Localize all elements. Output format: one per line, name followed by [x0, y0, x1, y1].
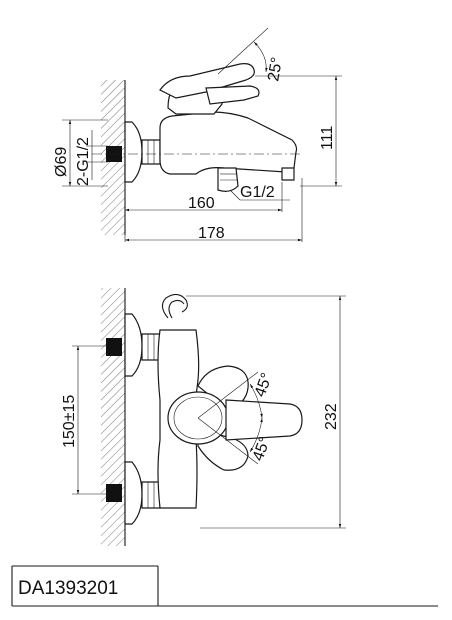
thread-2-g1-2-label: 2-G1/2	[75, 137, 92, 186]
angle-45-upper-label: 45°	[252, 371, 276, 400]
length-178-label: 178	[198, 225, 225, 242]
angle-45-lower-label: 45°	[250, 435, 274, 464]
front-cartridge-inner	[173, 396, 223, 440]
outlet-g1-2-label: G1/2	[240, 184, 275, 201]
side-lever-grip	[205, 85, 260, 105]
height-232-label: 232	[323, 403, 340, 430]
front-upper-flange	[124, 313, 143, 377]
side-view: 25° 111 Ø69 2-G1/2 160 G1/2 178	[53, 27, 342, 242]
front-lower-connector	[141, 481, 161, 509]
side-spout-outlet	[281, 167, 295, 181]
front-lower-inlet-thread	[106, 484, 122, 502]
side-mixer-body	[159, 111, 298, 175]
front-lower-flange	[124, 461, 143, 525]
front-shower-hook	[161, 293, 188, 319]
front-upper-inlet-thread	[106, 338, 122, 356]
title-block: DA1393201	[11, 565, 438, 607]
side-eccentric-connector	[141, 139, 161, 165]
angle-25-label: 25°	[265, 56, 286, 83]
diameter-69-label: Ø69	[53, 147, 70, 177]
side-wall-flange	[124, 121, 143, 183]
front-spout	[225, 399, 303, 441]
length-160-label: 160	[188, 195, 215, 212]
model-code: DA1393201	[18, 578, 118, 599]
front-view: 45° 45° 150±15 232	[61, 288, 346, 546]
side-diverter-outlet	[217, 167, 239, 192]
front-upper-connector	[141, 333, 161, 361]
angle-arc-45-upper	[249, 383, 263, 419]
height-111-label: 111	[319, 126, 336, 150]
angle-arc-45-lower	[249, 417, 263, 453]
front-wall-hatch	[101, 288, 125, 546]
angle-arc-25	[253, 41, 268, 73]
centers-150-label: 150±15	[61, 395, 78, 448]
side-lever-handle	[159, 63, 255, 99]
